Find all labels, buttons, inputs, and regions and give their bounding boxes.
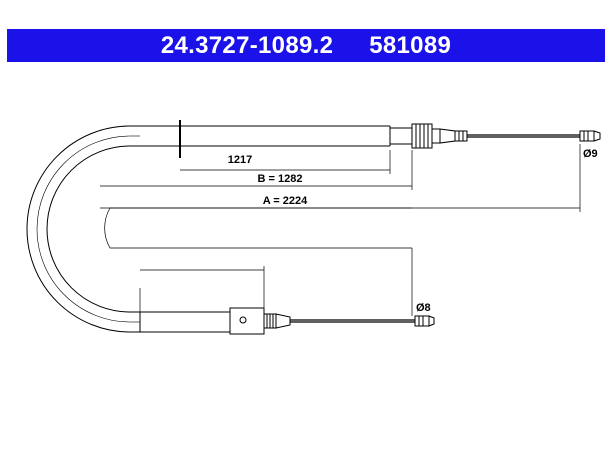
reference-number: 581089	[369, 31, 452, 59]
diameter-right-label: Ø9	[583, 148, 598, 160]
dimension-a: A = 2224	[263, 195, 308, 207]
part-number: 24.3727-1089.2	[160, 31, 334, 59]
bottom-end-fitting	[229, 307, 435, 335]
dimension-1217: 1217	[228, 154, 252, 166]
title-bar: 24.3727-1089.2 581089	[7, 29, 605, 62]
dimension-b: B = 1282	[258, 173, 303, 185]
top-end-fitting	[389, 123, 601, 149]
dimension-lines	[100, 144, 581, 316]
cable-sheath	[26, 125, 391, 333]
diameter-bottom-label: Ø8	[416, 302, 431, 314]
